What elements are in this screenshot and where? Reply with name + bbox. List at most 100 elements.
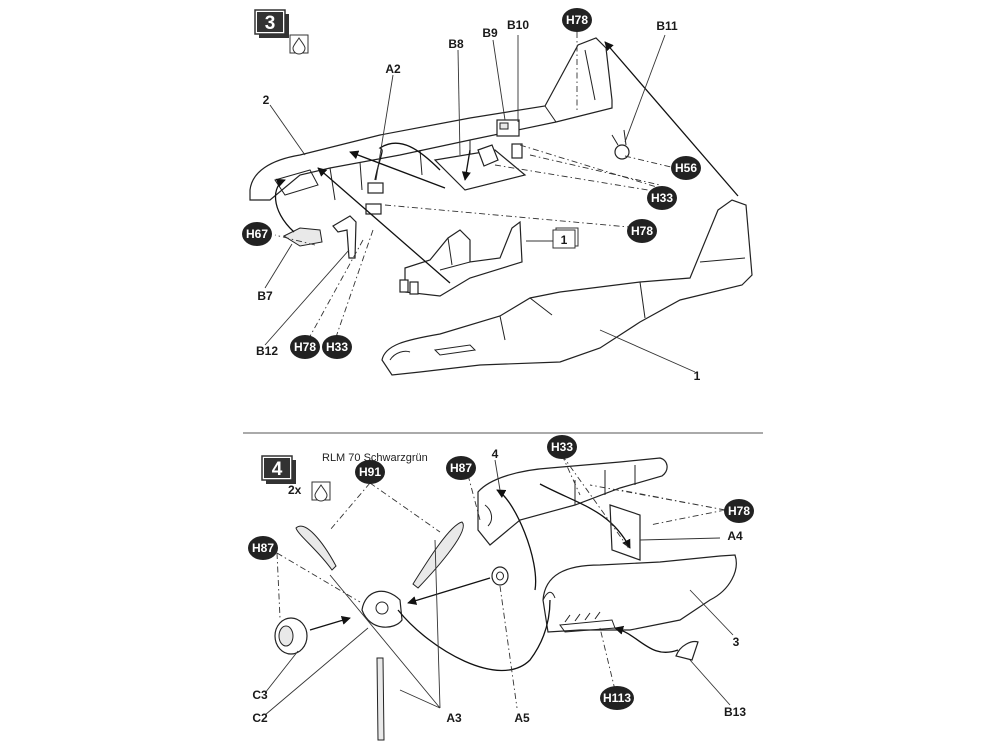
svg-text:H33: H33 [326,340,348,354]
part-b12-armor [332,215,357,259]
step-4: 4 2x RLM 70 Schwarzgrün [248,435,754,741]
svg-text:H67: H67 [246,227,268,241]
arrow-cowl-inner [539,483,631,549]
step-3: 3 [242,8,753,383]
label-part-2: 2 [263,93,270,107]
dash-a5 [499,585,518,709]
lead-2 [269,104,306,156]
callout-h78-bottom: H78 [290,335,320,359]
step-ref-number: 1 [561,233,568,247]
callout-h33-bottom: H33 [322,335,352,359]
label-c3: C3 [252,688,268,702]
label-c2: C2 [252,711,268,725]
svg-text:H56: H56 [675,161,697,175]
step-ref-box: 1 [526,227,579,249]
lead-a3 [329,539,441,709]
arrow-c3 [309,615,351,631]
step-3-number: 3 [265,13,276,34]
lead-b12 [264,249,350,346]
part-b8-floor [433,149,527,191]
callout-h67: H67 [242,222,272,246]
label-a5: A5 [514,711,530,725]
assembled-fuselage [381,199,753,376]
callout-h78-top: H78 [562,8,592,32]
arrow-floor [349,150,446,189]
arrow-tail [604,41,739,197]
label-part-4: 4 [492,447,499,461]
dash-h33 [561,454,631,551]
label-b7: B7 [257,289,273,303]
part-b11-tailwheel [611,129,630,160]
arrow-cowl-4 [496,489,537,591]
lead-c2 [264,627,369,716]
lead-c3 [264,650,299,694]
svg-text:H87: H87 [252,541,274,555]
svg-text:H33: H33 [551,440,573,454]
lead-1 [599,329,696,373]
propeller-blade-lower [376,657,385,741]
callout-h56: H56 [671,156,701,180]
propeller-blade-upper-left [295,525,337,571]
label-a3: A3 [446,711,462,725]
lead-4 [494,459,501,491]
lower-cowling-3 [542,554,737,633]
label-b12: B12 [256,344,278,358]
propeller-blade-upper-right [412,521,464,589]
label-a2: A2 [385,62,401,76]
spinner-c2 [361,590,403,628]
lead-b13 [689,659,731,706]
callout-h113: H113 [600,686,634,710]
cockpit-seat-assembly [399,220,523,297]
svg-text:H91: H91 [359,465,381,479]
multiplier-2x: 2x [288,483,302,497]
dash-h87-left [276,552,361,619]
arrow-b9 [461,149,471,181]
dash-h78 [589,484,726,526]
fuselage-left-half [249,37,613,201]
svg-text:H78: H78 [294,340,316,354]
step-4-number-box: 4 [261,455,296,484]
callout-h33-right: H33 [647,186,677,210]
arrow-a5 [407,577,491,605]
glue-drop-icon [289,34,309,55]
part-b9-b10 [477,119,523,167]
part-b7-instrument-panel [282,227,323,247]
step-4-number: 4 [272,459,283,480]
arrow-seat [317,167,451,284]
svg-text:H113: H113 [603,691,631,705]
svg-text:H33: H33 [651,191,673,205]
part-a2-blocks [365,182,384,215]
label-b9: B9 [482,26,498,40]
callout-h87-left: H87 [248,536,278,560]
label-b8: B8 [448,37,464,51]
svg-text:H78: H78 [566,13,588,27]
callout-h91: H91 [355,460,385,484]
label-part-1: 1 [694,369,701,383]
svg-text:H78: H78 [631,224,653,238]
label-a4: A4 [727,529,743,543]
lead-b7 [264,243,293,289]
dash-bottom [274,229,374,341]
label-b10: B10 [507,18,529,32]
callout-h78: H78 [724,499,754,523]
arrow-spinner-to-cowl [397,599,551,671]
callout-h78-right: H78 [627,219,657,243]
color-note: RLM 70 Schwarzgrün [322,452,428,464]
dash-h78-right [384,204,641,229]
svg-text:H78: H78 [728,504,750,518]
part-b13 [675,640,699,661]
dash-h91 [329,482,441,533]
glue-drop-icon [311,481,331,502]
lead-b9-b10 [492,35,519,122]
arrow-b13 [614,625,679,653]
spinner-cap-c3 [274,617,308,655]
lead-3 [689,589,734,636]
svg-text:H87: H87 [450,461,472,475]
arrow-b7 [274,178,295,233]
dash-h113 [599,627,616,691]
label-b11: B11 [656,19,678,33]
label-part-3: 3 [733,635,740,649]
part-a5 [491,566,509,586]
lead-b11 [624,34,666,143]
